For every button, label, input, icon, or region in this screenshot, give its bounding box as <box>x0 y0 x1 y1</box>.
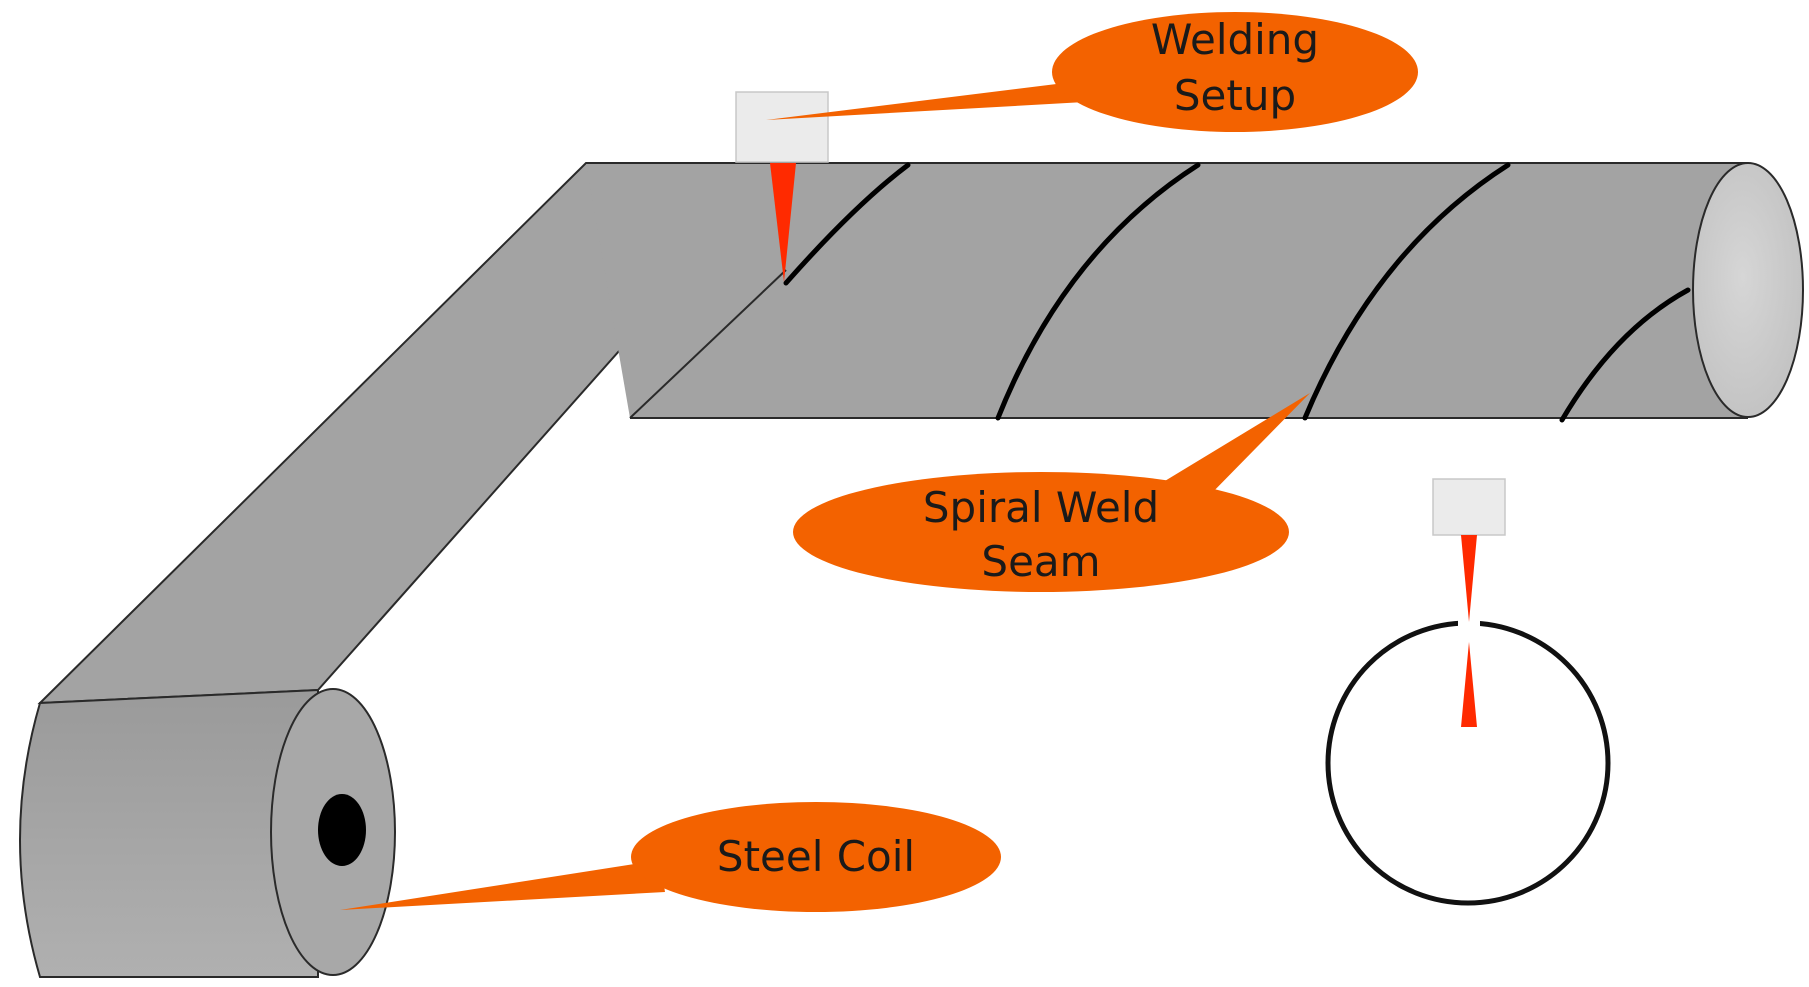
spiral-weld-seam-label-line2: Seam <box>981 537 1100 586</box>
coil-core-hole <box>318 794 366 866</box>
steel-coil-label: Steel Coil <box>717 832 915 881</box>
pipe-end-cap <box>1692 162 1804 418</box>
spiral-weld-seam-label-line1: Spiral Weld <box>923 483 1159 532</box>
welding-setup-callout-pointer <box>766 78 1120 120</box>
weld-seam-3 <box>1302 162 1511 421</box>
weld-seam-1 <box>783 162 911 286</box>
pipe-cross-section <box>1325 478 1611 906</box>
steel-coil <box>19 688 396 978</box>
spiral-weld-seams <box>783 162 1691 423</box>
steel-coil-callout <box>631 802 1001 912</box>
welding-setup-label-line2: Setup <box>1174 71 1296 120</box>
welding-flame <box>770 163 796 282</box>
welding-head <box>735 91 829 163</box>
weld-seam-4 <box>1559 287 1691 423</box>
strip-to-pipe-edge <box>629 269 787 419</box>
coil-body <box>19 688 319 978</box>
welding-setup-callout <box>1052 12 1418 132</box>
cross-section-flame-upper <box>1461 535 1477 622</box>
steel-coil-callout-pointer <box>340 860 665 910</box>
spiral-weld-seam-callout-pointer <box>1150 393 1310 500</box>
weld-seam-2 <box>995 162 1201 421</box>
pipe-body <box>586 163 1748 418</box>
cross-section-gap <box>1458 612 1480 638</box>
spiral-weld-seam-callout <box>793 472 1289 592</box>
welding-setup-label-line1: Welding <box>1151 15 1319 64</box>
cross-section-welding-head <box>1432 478 1506 536</box>
cross-section-flame-lower <box>1461 642 1477 727</box>
